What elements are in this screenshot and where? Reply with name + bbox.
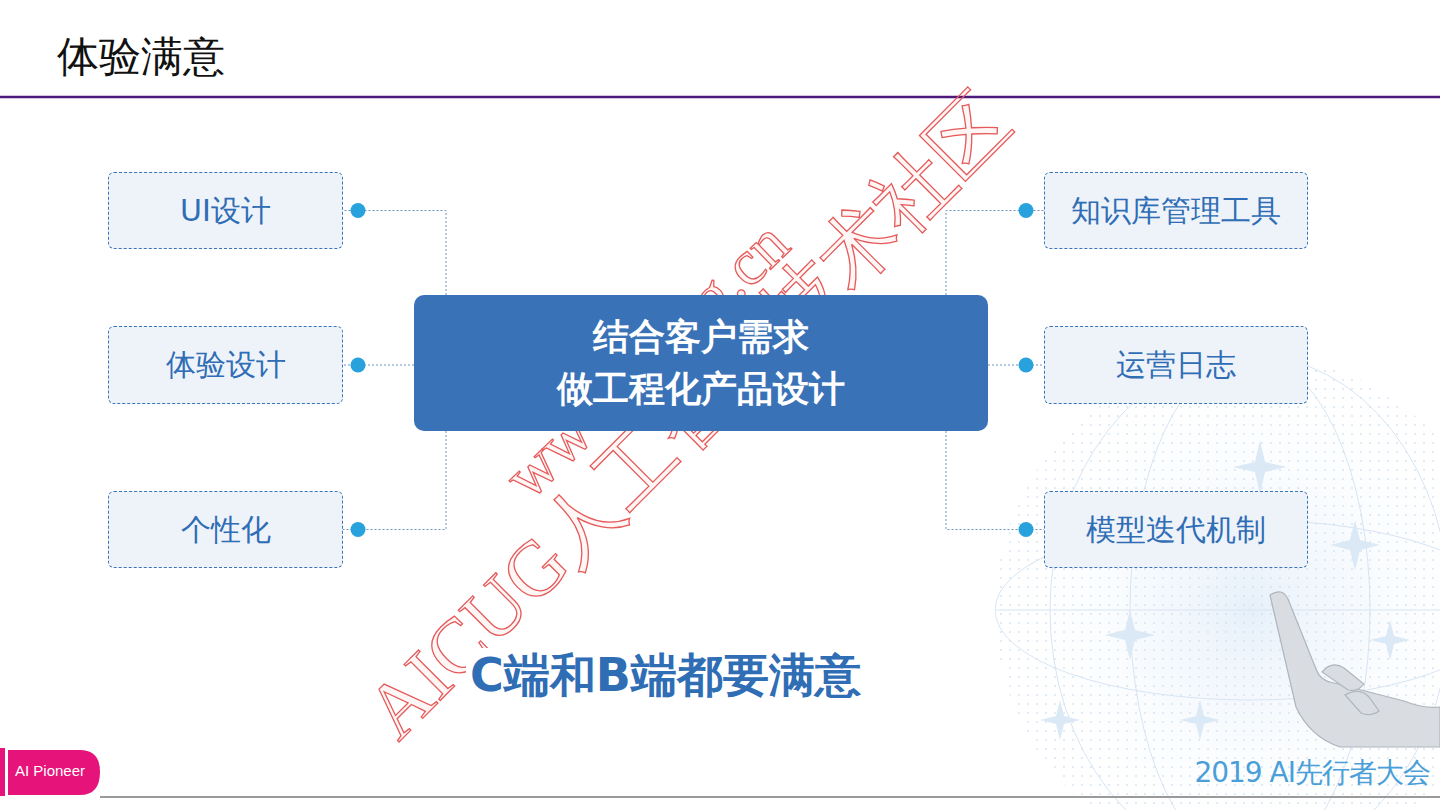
node-text: 结合客户需求 做工程化产品设计 — [546, 311, 856, 415]
globe-illustration — [990, 350, 1440, 810]
connector-dot — [1019, 522, 1034, 537]
footer-band — [0, 748, 5, 796]
dotted-connector — [988, 365, 1044, 366]
slogan-text: C端和B端都要满意 — [466, 648, 865, 703]
node-text: 模型迭代机制 — [1086, 512, 1266, 548]
event-logo: 2019 AI先行者大会 — [1194, 756, 1430, 790]
slide-title: 体验满意 — [57, 32, 225, 82]
node-text: 个性化 — [181, 512, 271, 548]
connector-dot — [351, 203, 366, 218]
feature-box: UI设计 — [108, 172, 343, 249]
connector-dot — [351, 522, 366, 537]
node-text: 体验设计 — [166, 347, 286, 383]
node-text: 知识库管理工具 — [1071, 193, 1281, 229]
tool-box: 运营日志 — [1044, 326, 1308, 404]
footer-tab — [8, 750, 100, 795]
robot-hand — [1270, 592, 1440, 747]
dotted-connector — [946, 431, 1044, 530]
node-text: 运营日志 — [1116, 347, 1236, 383]
connector-dot — [1019, 358, 1034, 373]
connector-dot — [351, 358, 366, 373]
tool-box: 模型迭代机制 — [1044, 491, 1308, 568]
feature-box: 体验设计 — [108, 326, 343, 404]
footer-rule — [100, 796, 1440, 798]
dotted-connector — [343, 211, 446, 296]
event-tab-text: AI Pioneer — [15, 762, 85, 780]
core-box: 结合客户需求 做工程化产品设计 — [414, 295, 988, 431]
node-text: UI设计 — [180, 193, 271, 229]
dotted-connector — [946, 211, 1044, 296]
feature-box: 个性化 — [108, 491, 343, 568]
tool-box: 知识库管理工具 — [1044, 172, 1308, 249]
dotted-connector — [343, 431, 446, 530]
connector-dot — [1019, 203, 1034, 218]
header-rule — [0, 96, 1440, 99]
